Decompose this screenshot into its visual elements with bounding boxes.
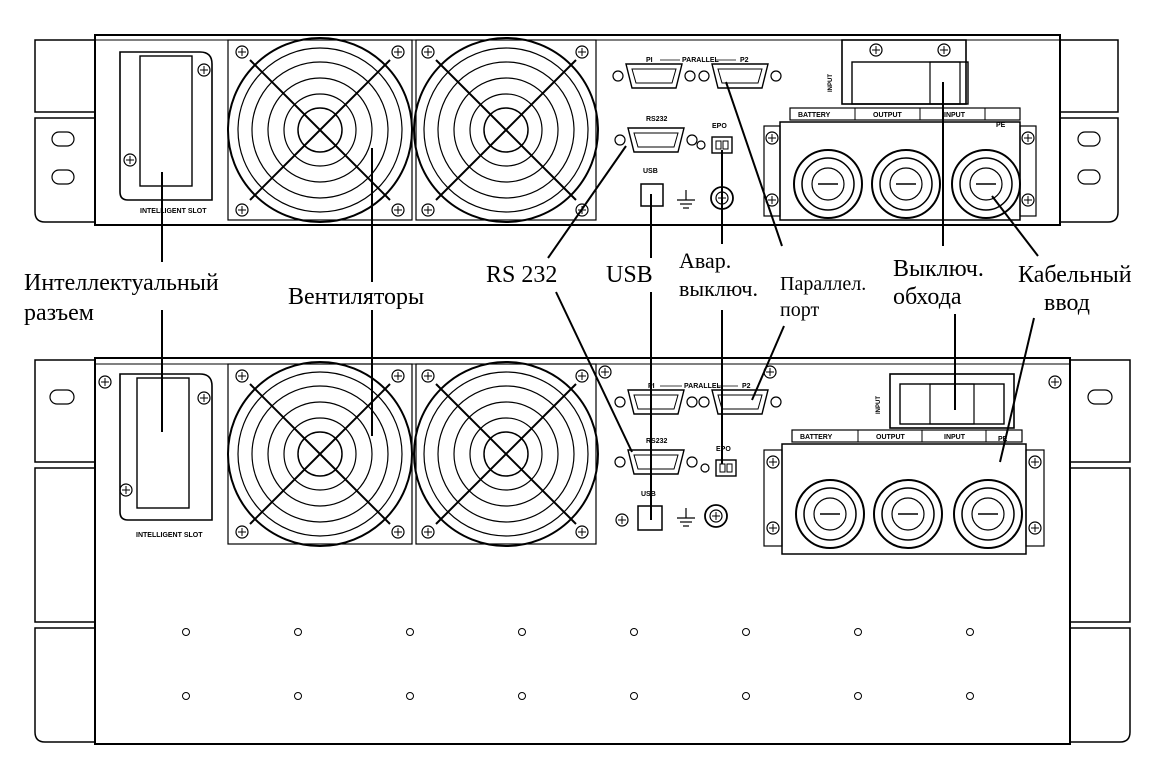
svg-text:PI: PI <box>648 383 655 390</box>
vent-holes <box>182 628 974 700</box>
intelligent-slot: INTELLIGENT SLOT <box>119 51 213 215</box>
svg-text:USB: USB <box>643 168 658 175</box>
svg-text:INPUT: INPUT <box>876 396 882 414</box>
top-panel: INTELLIGENT SLOT PI PARALLEL P2 <box>34 34 1119 226</box>
svg-text:PARALLEL: PARALLEL <box>684 383 722 390</box>
leader-lines <box>161 81 1039 520</box>
callout-cable-2: ввод <box>1044 290 1090 316</box>
svg-text:INPUT: INPUT <box>944 434 966 441</box>
terminal-block: BATTERY OUTPUT INPUT PE <box>763 107 1037 221</box>
fan-right-bottom <box>413 361 599 547</box>
svg-text:USB: USB <box>641 491 656 498</box>
svg-text:RS232: RS232 <box>646 116 668 123</box>
svg-text:INPUT: INPUT <box>828 74 834 92</box>
callout-bypass-2: обхода <box>893 284 962 310</box>
ground-icon <box>676 189 696 209</box>
parallel-ports: PI PARALLEL P2 <box>612 57 782 89</box>
rs232-port: RS232 <box>614 116 698 153</box>
svg-text:BATTERY: BATTERY <box>798 112 831 119</box>
left-rack-ear-bottom <box>34 117 96 223</box>
epo-switch-bottom: EPO <box>700 446 737 477</box>
bypass-switch: INPUT <box>828 39 969 105</box>
svg-text:EPO: EPO <box>716 446 731 453</box>
fan-right <box>413 37 599 223</box>
callout-bypass-1: Выключ. <box>893 256 984 282</box>
callout-epo-2: выключ. <box>679 276 758 301</box>
intelligent-slot-bottom: INTELLIGENT SLOT <box>119 373 213 539</box>
callouts: Интеллектуальный разъем Вентиляторы RS 2… <box>24 248 1132 326</box>
rs232-port-bottom: RS232 <box>614 438 698 475</box>
callout-fans: Вентиляторы <box>288 284 424 310</box>
terminal-block-bottom: BATTERY OUTPUT INPUT PE <box>763 429 1045 555</box>
svg-text:BATTERY: BATTERY <box>800 434 833 441</box>
svg-text:RS232: RS232 <box>646 438 668 445</box>
callout-intelligent-slot-2: разъем <box>24 300 94 326</box>
callout-cable-1: Кабельный <box>1018 262 1132 288</box>
callout-parallel-2: порт <box>780 299 819 321</box>
usb-port: USB <box>640 168 734 210</box>
usb-port-bottom: USB <box>615 491 728 531</box>
svg-text:INTELLIGENT SLOT: INTELLIGENT SLOT <box>136 532 203 539</box>
bottom-panel: INTELLIGENT SLOT PI PARALLEL P2 <box>34 357 1131 745</box>
top-chassis <box>94 34 1061 226</box>
svg-text:PI: PI <box>646 57 653 64</box>
callout-usb: USB <box>606 262 653 288</box>
bypass-switch-bottom: INPUT <box>876 373 1015 429</box>
svg-text:EPO: EPO <box>712 123 727 130</box>
intelligent-slot-label: INTELLIGENT SLOT <box>140 208 207 215</box>
callout-epo-1: Авар. <box>679 248 731 273</box>
svg-text:PARALLEL: PARALLEL <box>682 57 720 64</box>
svg-text:OUTPUT: OUTPUT <box>876 434 906 441</box>
callout-parallel-1: Параллел. <box>780 273 866 295</box>
svg-text:OUTPUT: OUTPUT <box>873 112 903 119</box>
right-rack-ear-bottom <box>1059 117 1119 223</box>
svg-text:P2: P2 <box>742 383 751 390</box>
fan-left <box>227 37 413 223</box>
fan-left-bottom <box>227 361 413 547</box>
svg-text:PE: PE <box>996 122 1006 129</box>
svg-text:PE: PE <box>998 436 1008 443</box>
parallel-ports-bottom: PI PARALLEL P2 <box>614 383 782 415</box>
svg-text:P2: P2 <box>740 57 749 64</box>
callout-intelligent-slot-1: Интеллектуальный <box>24 270 219 296</box>
epo-switch: EPO <box>696 123 733 154</box>
left-rack-ear-top <box>34 39 96 113</box>
bottom-chassis <box>94 357 1071 745</box>
svg-text:INPUT: INPUT <box>944 112 966 119</box>
right-rack-ear-top <box>1059 39 1119 113</box>
callout-rs232: RS 232 <box>486 262 557 288</box>
